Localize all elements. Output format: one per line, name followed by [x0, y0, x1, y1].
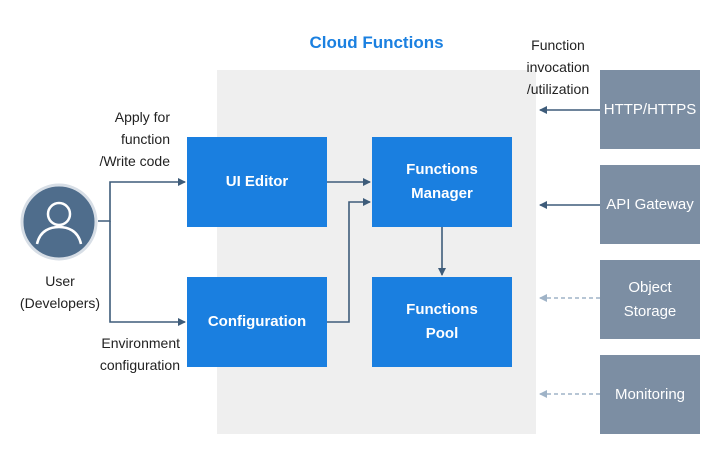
- ui-editor-box: UI Editor: [187, 137, 327, 227]
- environment-configuration-label: Environment configuration: [99, 335, 180, 373]
- configuration-to-manager-arrow: [327, 198, 371, 323]
- api-gateway-box: API Gateway: [600, 165, 700, 244]
- monitoring-box: Monitoring: [600, 355, 700, 434]
- functions-pool-box: Functions Pool: [372, 277, 512, 367]
- cloud-functions-region: [217, 70, 536, 434]
- user-avatar-icon: [20, 183, 98, 261]
- configuration-box: Configuration: [187, 277, 327, 367]
- apply-function-label: Apply for function /Write code: [99, 109, 170, 169]
- http-https-box: HTTP/HTTPS: [600, 70, 700, 149]
- user-to-ui-editor-arrow: [98, 178, 186, 222]
- region-title: Cloud Functions: [309, 33, 444, 52]
- object-storage-box: Object Storage: [600, 260, 700, 339]
- user-label: User (Developers): [19, 273, 101, 311]
- functions-manager-box: Functions Manager: [372, 137, 512, 227]
- user-to-configuration-arrow: [109, 221, 186, 326]
- function-invocation-label: Function invocation /utilization: [526, 37, 590, 97]
